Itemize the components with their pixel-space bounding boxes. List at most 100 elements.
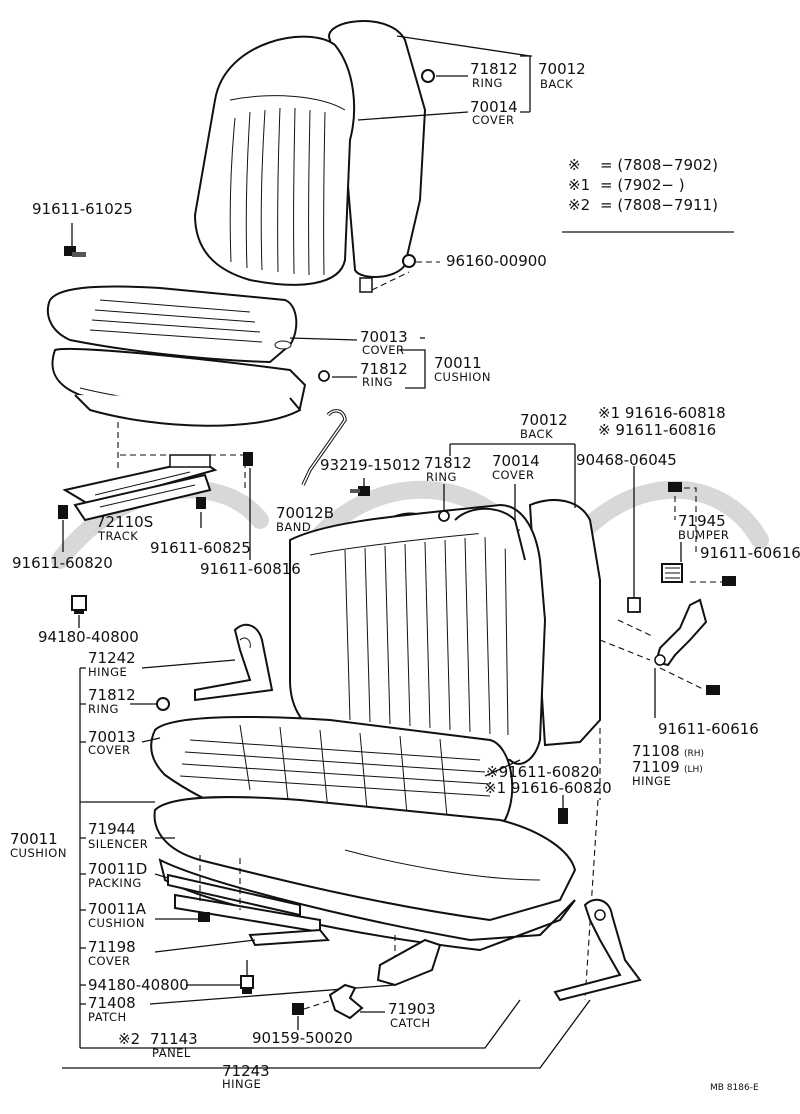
label-screw-50020: 90159-50020 <box>252 1029 353 1047</box>
bolt-icon <box>64 246 86 257</box>
label-cushion-a-word: CUSHION <box>88 916 145 930</box>
label-hinge-bottom-num: 71243 <box>222 1062 270 1080</box>
screw-icon <box>292 999 333 1015</box>
bolt-icon <box>58 505 68 519</box>
catch-icon <box>328 983 364 1020</box>
patch-icon <box>376 938 442 987</box>
label-cush-cover-word: COVER <box>362 343 405 357</box>
seat-track <box>62 454 218 522</box>
label-note-60818: ※1 91616-60818 <box>598 404 726 422</box>
legend-text-1: = (7902− ) <box>600 176 685 194</box>
nut-icon <box>71 595 87 614</box>
ring-icon <box>318 370 330 382</box>
label-hinge-left-word: HINGE <box>88 665 127 679</box>
label-clip-96160-00900: 96160-00900 <box>446 252 547 270</box>
label-silencer-num: 71944 <box>88 820 136 838</box>
label-panel-num: 71143 <box>150 1030 198 1048</box>
label-catch-word: CATCH <box>390 1016 431 1030</box>
label-band-num: 70012B <box>276 504 334 522</box>
label-bench-cover-num: 70014 <box>492 452 540 470</box>
ring-icon <box>156 697 170 711</box>
label-bolt-91611-61025: 91611-61025 <box>32 200 133 218</box>
label-track-word: TRACK <box>97 529 138 543</box>
label-hinge-word-right: HINGE <box>632 774 671 788</box>
bolt-icon <box>196 497 206 509</box>
bolt-icon <box>350 486 370 496</box>
label-bolt-60825: 91611-60825 <box>150 539 251 557</box>
label-panel-mark: ※2 <box>118 1030 140 1048</box>
label-bolt-60616-bottom: 91611-60616 <box>658 720 759 738</box>
label-panel-word: PANEL <box>152 1046 191 1060</box>
bolt-icon <box>243 452 253 466</box>
label-packing-word: PACKING <box>88 876 142 890</box>
legend-mark-0: ※ <box>568 156 581 174</box>
label-upper-ring-word: RING <box>472 76 503 90</box>
label-bench-cushion-word: CUSHION <box>10 846 67 860</box>
hinge-right-lower-icon <box>553 898 642 1002</box>
label-bolt-60816-left: 91611-60816 <box>200 560 301 578</box>
label-hinge-left-num: 71242 <box>88 649 136 667</box>
label-bench-ring2-num: 71812 <box>88 686 136 704</box>
bolt-icon <box>558 808 568 824</box>
legend-mark-2: ※2 <box>568 196 590 214</box>
label-upper-ring-num: 71812 <box>470 60 518 78</box>
label-cushion-num: 70011 <box>434 354 482 372</box>
label-upper-cover-num: 70014 <box>470 98 518 116</box>
nut-icon <box>240 975 254 994</box>
label-upper-back-word: BACK <box>540 77 573 91</box>
label-bench-cover2-num: 70013 <box>88 728 136 746</box>
bolt-icon <box>198 912 210 922</box>
back-latch-tab <box>359 277 373 293</box>
label-bumper-num: 71945 <box>678 512 726 530</box>
bolt-icon <box>668 482 682 492</box>
label-band-bolt: 93219-15012 <box>320 456 421 474</box>
hinge-bracket-right <box>654 598 708 667</box>
silencer-icon <box>167 873 301 917</box>
label-hinge-lh-sfx: (LH) <box>684 765 703 775</box>
label-hinge-rh-sfx: (RH) <box>684 749 704 759</box>
label-hinge-lh: 71109 <box>632 758 680 776</box>
label-clip-90468: 90468-06045 <box>576 451 677 469</box>
label-track-num: 72110S <box>96 513 153 531</box>
label-bolt-60820: 91611-60820 <box>12 554 113 572</box>
band-icon <box>301 409 347 486</box>
label-packing-num: 70011D <box>88 860 147 878</box>
bumper-icon <box>661 563 683 583</box>
label-cushion-word: CUSHION <box>434 370 491 384</box>
label-bench-cushion-num: 70011 <box>10 830 58 848</box>
label-bench-back-num: 70012 <box>520 411 568 429</box>
bench-seatback <box>289 499 601 765</box>
label-cush-ring-word: RING <box>362 375 393 389</box>
label-note-60820: ※91611-60820 <box>486 763 599 781</box>
label-catch-num: 71903 <box>388 1000 436 1018</box>
label-bench-ring2-word: RING <box>88 702 119 716</box>
label-nut-40800-b: 94180-40800 <box>88 976 189 994</box>
bolt-icon <box>706 685 720 695</box>
clip-icon <box>627 597 641 613</box>
clip-icon <box>402 254 416 268</box>
label-bolt-60616-top: 91611-60616 <box>700 544 800 562</box>
label-nut-40800: 94180-40800 <box>38 628 139 646</box>
legend-text-0: = (7808−7902) <box>600 156 718 174</box>
label-patch-num: 71408 <box>88 994 136 1012</box>
label-bumper-word: BUMPER <box>678 528 729 542</box>
label-note-60816: ※ 91611-60816 <box>598 421 716 439</box>
label-bench-cover-word: COVER <box>492 468 535 482</box>
legend-mark-1: ※1 <box>568 176 590 194</box>
label-upper-back-num: 70012 <box>538 60 586 78</box>
upper-seatback <box>193 20 427 293</box>
label-hinge-rh: 71108 <box>632 742 680 760</box>
label-cush-cover-num: 70013 <box>360 328 408 346</box>
label-silencer-word: SILENCER <box>88 837 148 851</box>
label-patch-word: PATCH <box>88 1010 127 1024</box>
upper-cushion <box>46 285 307 427</box>
figure-code: MB 8186-E <box>710 1083 759 1093</box>
label-cover-71198-word: COVER <box>88 954 131 968</box>
label-note-1-60820: ※1 91616-60820 <box>484 779 612 797</box>
bench-cushion <box>153 796 577 952</box>
cover-71198-icon <box>248 928 330 947</box>
label-bench-back-word: BACK <box>520 427 553 441</box>
legend: ※ = (7808−7902) ※1 = (7902− ) ※2 = (7808… <box>568 156 718 214</box>
label-cover-71198-num: 71198 <box>88 938 136 956</box>
